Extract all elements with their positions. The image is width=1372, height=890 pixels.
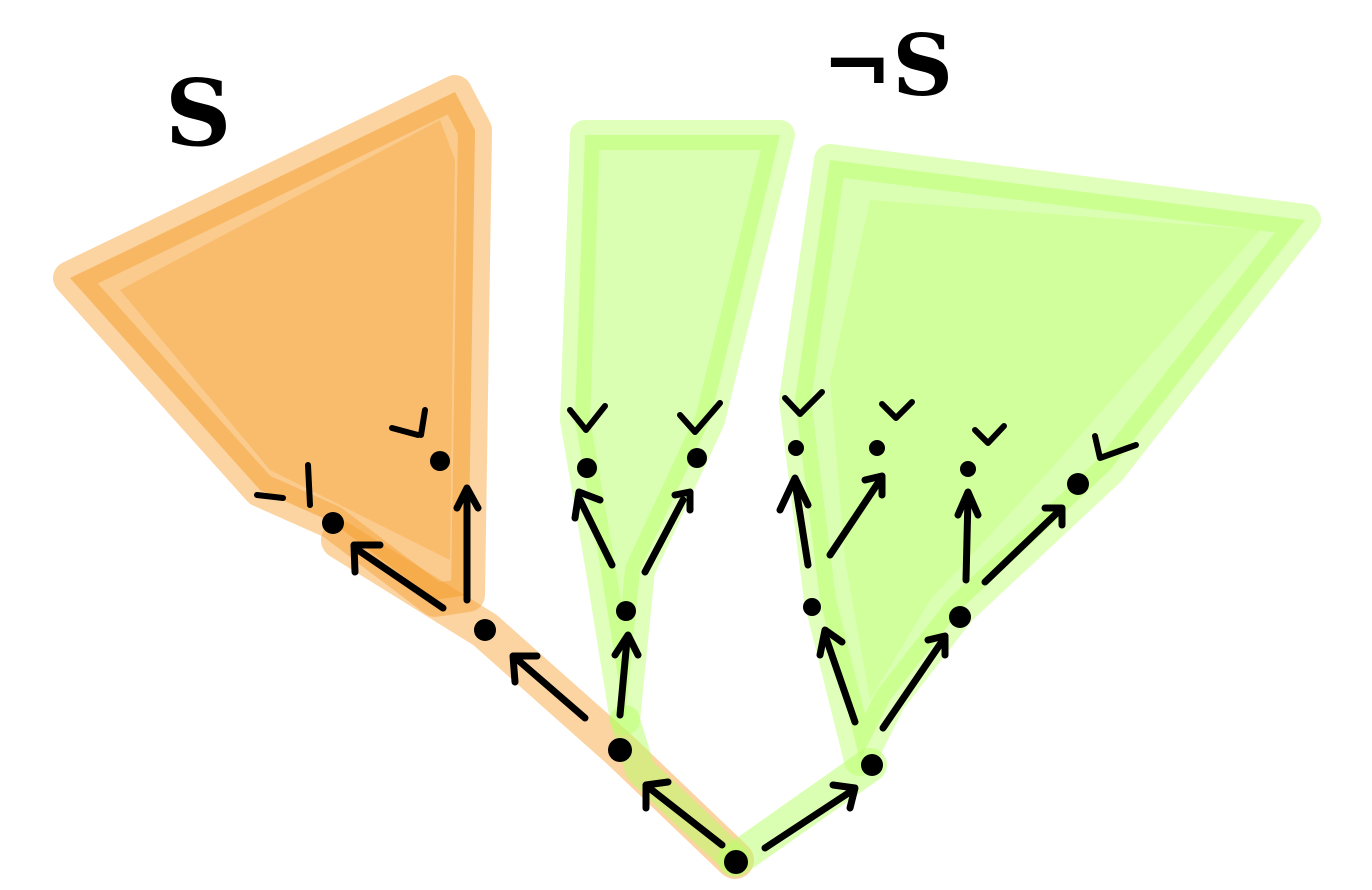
leaf-node <box>960 461 976 477</box>
tree-node <box>474 619 496 641</box>
arrowhead <box>611 631 642 659</box>
edge-arrow <box>616 636 631 719</box>
arrowhead <box>350 541 384 576</box>
check-mark <box>1092 433 1139 461</box>
tree-node <box>803 598 821 616</box>
edge-arrow <box>879 636 947 732</box>
arrowhead <box>509 652 541 686</box>
check-mark <box>879 399 915 421</box>
tree-node <box>949 606 971 628</box>
arrowhead <box>816 626 846 659</box>
arrowhead <box>861 472 886 499</box>
edge-arrow <box>354 546 447 612</box>
leaf-node <box>430 451 450 471</box>
dash-mark <box>389 425 421 438</box>
leaf-node <box>1067 473 1089 495</box>
leaf-node <box>687 448 707 468</box>
arrowhead <box>642 778 672 812</box>
check-mark <box>677 400 723 435</box>
check-mark <box>567 403 608 433</box>
edge-arrow <box>826 476 884 559</box>
check-mark <box>972 423 1007 446</box>
edge-arrow <box>514 656 589 722</box>
tree-node <box>616 601 636 621</box>
label-s: S <box>165 59 231 167</box>
edge-arrow <box>761 788 854 852</box>
tree-node <box>861 754 883 776</box>
edge-arrow <box>981 506 1064 586</box>
leaf-node <box>577 458 597 478</box>
arrowhead <box>924 632 949 659</box>
edge-arrow <box>791 478 812 569</box>
arrowhead <box>453 484 482 512</box>
edge-arrow <box>644 783 726 849</box>
arrowhead <box>954 488 982 519</box>
arrowhead <box>571 488 604 522</box>
leaf-node <box>869 440 885 456</box>
dash-mark <box>305 462 313 508</box>
tree-node <box>608 738 632 762</box>
arrowhead <box>829 781 859 812</box>
check-mark <box>782 389 825 417</box>
leaf-node <box>322 512 344 534</box>
arrowhead <box>1041 504 1066 529</box>
nodes <box>322 440 1089 874</box>
root-node <box>724 850 748 874</box>
edge-arrow <box>821 631 859 726</box>
edge-arrow <box>641 496 687 576</box>
edge-arrow <box>962 493 972 584</box>
dash-mark <box>254 492 286 501</box>
label-not-s: ¬S <box>822 16 953 115</box>
dash-mark <box>418 407 428 438</box>
edges <box>350 472 1066 852</box>
edge-arrow <box>576 496 616 569</box>
arrowhead <box>776 474 812 514</box>
arrowhead <box>671 488 694 514</box>
leaf-node <box>788 440 804 456</box>
leaf-marks <box>254 389 1139 508</box>
